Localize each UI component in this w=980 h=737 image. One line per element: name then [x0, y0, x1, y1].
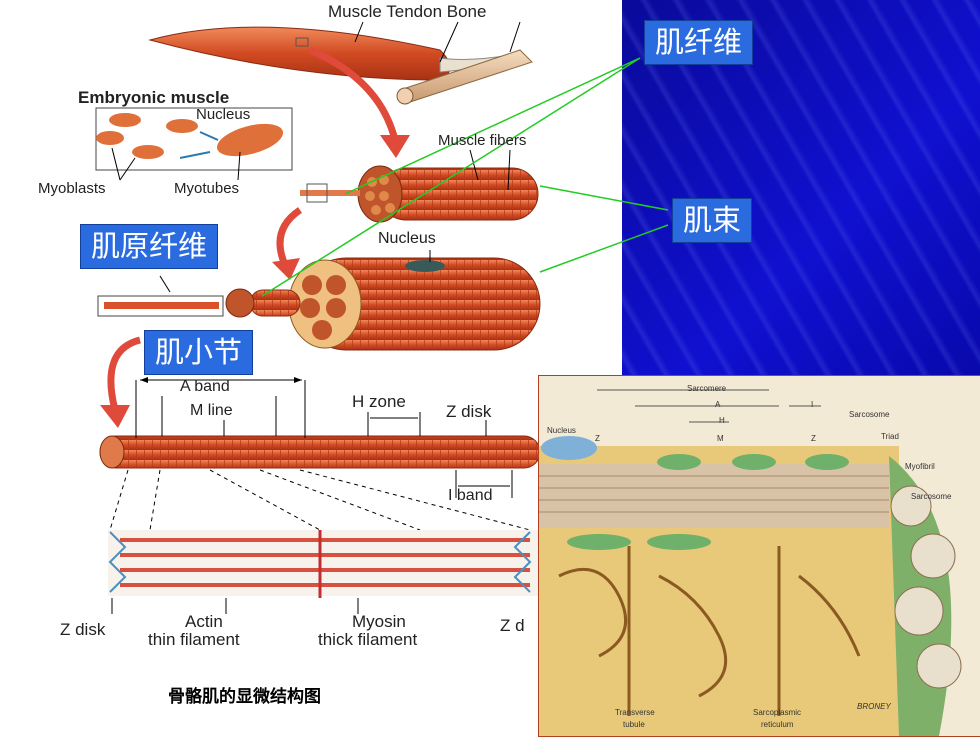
inset-nucleus: Nucleus — [547, 426, 576, 435]
sarcomere-inset: Sarcomere A I H M Z Z Nucleus Sarcosome … — [538, 375, 980, 737]
label-muscle-fibers: Muscle fibers — [438, 132, 527, 149]
filament-diagram — [108, 530, 538, 614]
label-z-disk-left: Z disk — [60, 620, 106, 639]
figure-caption: 骨骼肌的显微结构图 — [168, 687, 321, 707]
label-embryonic-muscle: Embryonic muscle — [78, 88, 230, 107]
label-z-disk-right: Z d — [500, 616, 525, 635]
red-arrows — [100, 46, 410, 428]
callout-fascicle: 肌束 — [672, 198, 753, 243]
inset-sarcosome-top: Sarcosome — [849, 410, 890, 419]
inset-sarcosome-right: Sarcosome — [911, 492, 952, 501]
callout-myofibril: 肌原纤维 — [80, 224, 219, 269]
inset-drawing — [539, 389, 962, 736]
inset-i: I — [811, 400, 814, 409]
inset-sarcomere: Sarcomere — [687, 384, 727, 393]
inset-a: A — [715, 400, 721, 409]
inset-myofibril: Myofibril — [905, 462, 935, 471]
label-nucleus-mid: Nucleus — [378, 230, 436, 247]
label-thick-filament: thick filament — [318, 630, 418, 649]
myofibril-rod — [99, 377, 541, 531]
inset-tubule: tubule — [623, 720, 645, 729]
muscle-fiber — [97, 250, 541, 351]
inset-m: M — [717, 434, 724, 443]
whole-muscle — [148, 21, 533, 105]
inset-h: H — [719, 416, 725, 425]
label-z-disk-top: Z disk — [446, 402, 492, 421]
label-i-band: I band — [448, 487, 493, 504]
label-actin: Actin — [185, 612, 223, 631]
label-a-band: A band — [180, 378, 230, 395]
label-myotubes: Myotubes — [174, 180, 240, 197]
inset-sarcoplasmic: Sarcoplasmic — [753, 708, 802, 717]
label-nucleus-top: Nucleus — [196, 106, 251, 123]
inset-transverse: Transverse — [615, 708, 655, 717]
label-myosin: Myosin — [352, 612, 406, 631]
inset-z1: Z — [595, 434, 600, 443]
inset-signature: BRONEY — [857, 702, 891, 711]
green-pointers — [261, 57, 669, 297]
inset-reticulum: reticulum — [761, 720, 794, 729]
label-h-zone: H zone — [352, 392, 406, 411]
inset-z2: Z — [811, 434, 816, 443]
fascicle-bundle — [300, 149, 539, 223]
label-thin-filament: thin filament — [148, 630, 240, 649]
inset-triad: Triad — [881, 432, 899, 441]
label-m-line: M line — [190, 402, 233, 419]
callout-muscle-fiber: 肌纤维 — [644, 20, 754, 65]
embryonic-box — [95, 107, 293, 181]
callout-sarcomere: 肌小节 — [144, 330, 254, 375]
label-myoblasts: Myoblasts — [38, 180, 106, 197]
label-muscle-tendon-bone: Muscle Tendon Bone — [328, 2, 487, 21]
